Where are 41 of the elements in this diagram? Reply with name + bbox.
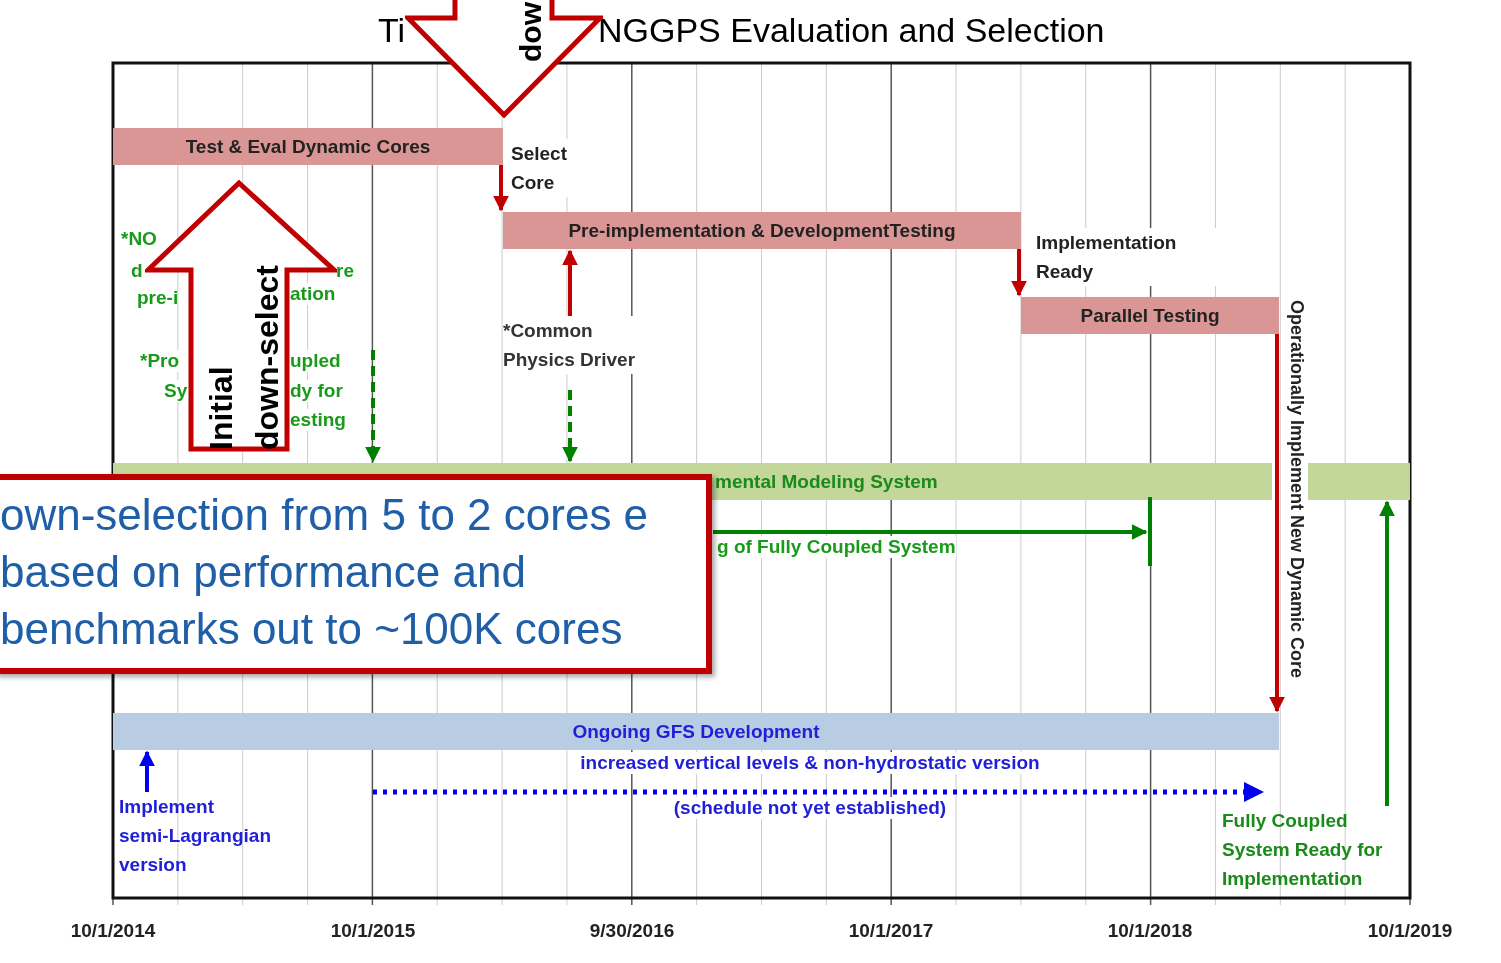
arrow bbox=[713, 524, 1148, 540]
arrow bbox=[139, 750, 155, 792]
axis-tick-label: 10/1/2018 bbox=[1107, 919, 1193, 943]
edge-label: Operationally Implement New Dynamic Core bbox=[1286, 300, 1308, 679]
arrow-label: dow bbox=[515, 2, 547, 62]
milestone-note: Implement semi-Lagrangian version bbox=[119, 792, 289, 879]
task-bar: Pre-implementation & DevelopmentTesting bbox=[503, 212, 1021, 249]
dashed-arrow bbox=[562, 390, 578, 463]
arrow bbox=[1011, 249, 1027, 297]
task-bar: Test & Eval Dynamic Cores bbox=[113, 128, 503, 165]
arrow-label: Initial down-select bbox=[202, 264, 286, 450]
arrow bbox=[1379, 500, 1395, 806]
axis-tick-label: 10/1/2014 bbox=[70, 919, 156, 943]
chart-title: Ti bbox=[378, 10, 406, 50]
axis-tick-label: 10/1/2015 bbox=[330, 919, 416, 943]
note-text: dy for bbox=[290, 380, 343, 402]
note-text: ation bbox=[290, 283, 336, 305]
task-bar: Ongoing GFS Development bbox=[113, 713, 1279, 750]
timeline-label: g of Fully Coupled System bbox=[717, 536, 956, 558]
timeline-label: (schedule not yet established) bbox=[673, 797, 947, 819]
note-text: *Pro bbox=[140, 350, 180, 372]
timeline-label: increased vertical levels & non-hydrostatic version bbox=[580, 752, 1040, 774]
note-text: d bbox=[131, 259, 143, 283]
axis-tick-label: 10/1/2017 bbox=[848, 919, 934, 943]
arrow bbox=[493, 165, 509, 212]
axis-tick-label: 9/30/2016 bbox=[589, 919, 675, 943]
note-text: Sy bbox=[164, 380, 188, 402]
chart-title: NGGPS Evaluation and Selection bbox=[598, 10, 1105, 50]
milestone-note: Fully Coupled System Ready for Implementation bbox=[1222, 806, 1407, 893]
milestone-tick bbox=[1148, 497, 1152, 566]
note-text: re bbox=[336, 259, 354, 283]
task-bar: Parallel Testing bbox=[1021, 297, 1279, 334]
note-text: upled bbox=[290, 350, 341, 372]
dashed-arrow bbox=[365, 350, 381, 463]
callout-overlay bbox=[0, 474, 712, 674]
arrow bbox=[1269, 334, 1285, 713]
note-text: pre-i bbox=[137, 286, 179, 310]
edge-label: Implementation Ready bbox=[1036, 228, 1216, 286]
axis-tick-label: 10/1/2019 bbox=[1367, 919, 1453, 943]
note-text: esting bbox=[290, 409, 346, 431]
arrow bbox=[562, 249, 578, 316]
